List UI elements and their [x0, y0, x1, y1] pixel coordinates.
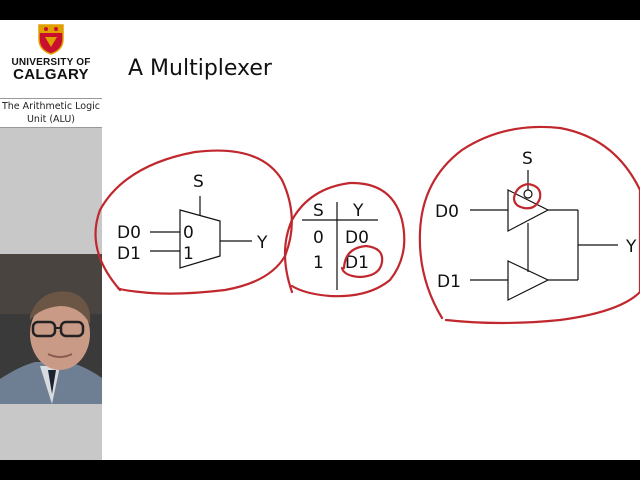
mux-port0-label: 0: [183, 223, 194, 243]
buffer-input0-label: D0: [435, 202, 459, 222]
truth-table-header-y: Y: [352, 201, 364, 221]
mux-input1-label: D1: [117, 244, 141, 264]
ink-circle-inverter: [514, 184, 540, 208]
buffer-d0-inverter-bubble: [524, 190, 532, 198]
mux-port1-label: 1: [183, 244, 194, 264]
mux-select-label: S: [193, 172, 204, 192]
buffer-circuit: [470, 170, 618, 300]
mux-output-label: Y: [256, 233, 268, 253]
letterbox-bottom: [0, 460, 640, 480]
slide-frame: UNIVERSITY OF CALGARY The Arithmetic Log…: [0, 20, 640, 460]
truth-table-cell: 0: [313, 228, 324, 248]
buffer-input1-label: D1: [437, 272, 461, 292]
buffer-select-label: S: [522, 149, 533, 169]
buffer-output-label: Y: [625, 237, 637, 257]
mux-symbol: [150, 196, 252, 268]
mux-input0-label: D0: [117, 223, 141, 243]
diagram-canvas: S D0 D1 0 1 Y S Y 0 D0 1 D1: [0, 20, 640, 460]
truth-table-header-s: S: [313, 201, 324, 221]
ink-annotations: [96, 127, 640, 323]
truth-table-cell: 1: [313, 253, 324, 273]
